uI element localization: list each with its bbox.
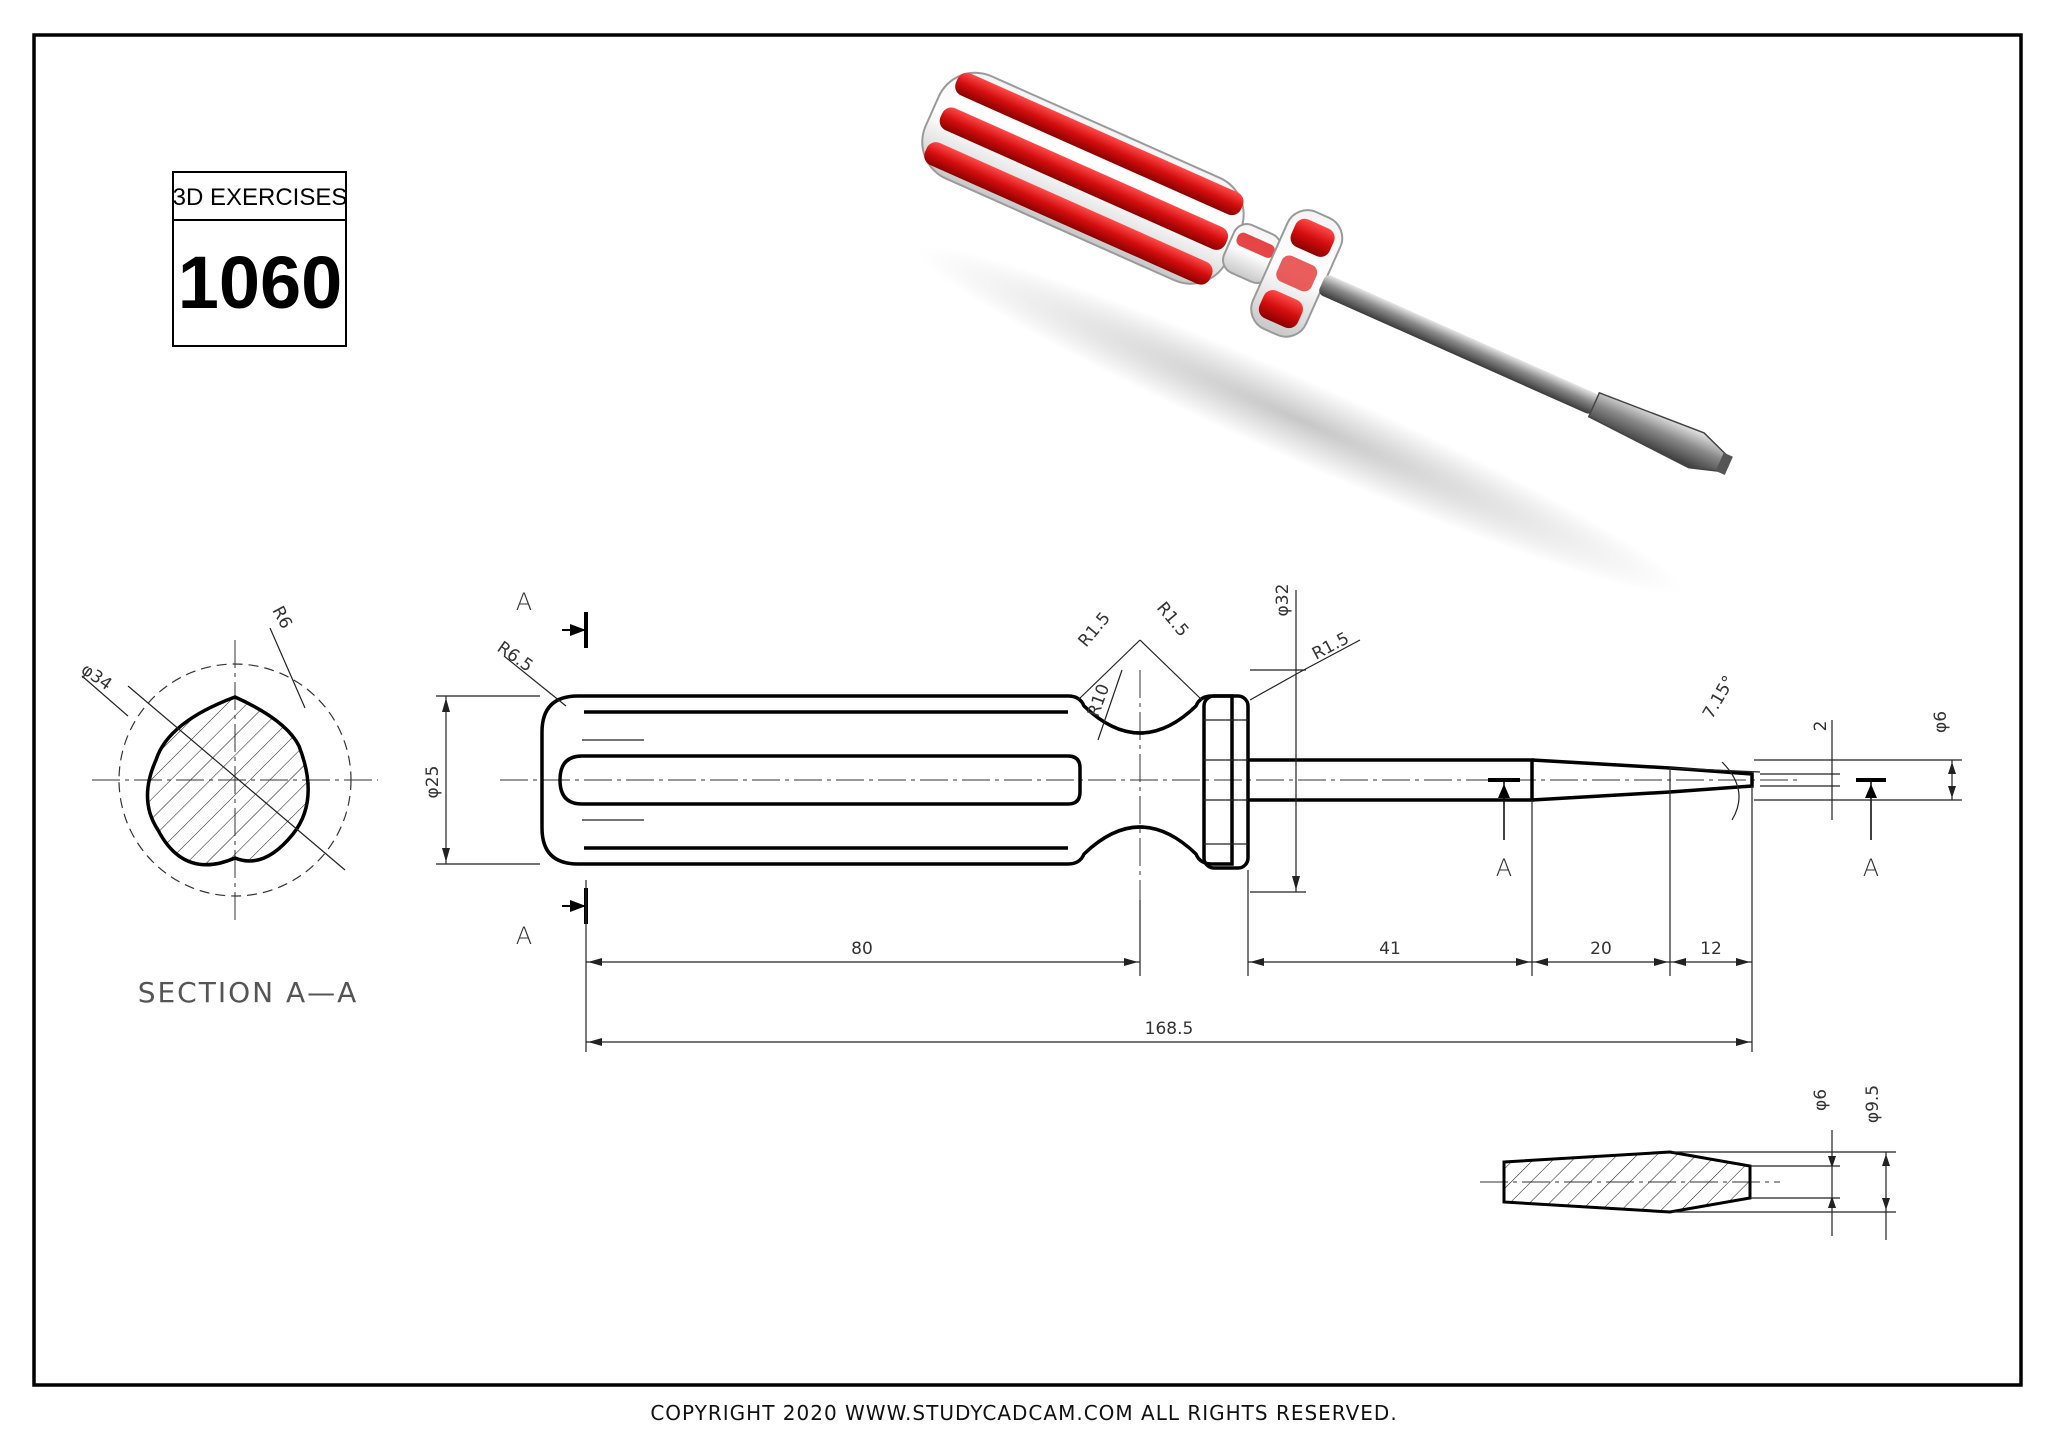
screwdriver-render <box>915 71 1733 595</box>
title-block-label: 3D EXERCISES <box>173 184 348 211</box>
cut-label-bottom: A <box>516 922 532 950</box>
dim-r-left: R1.5 <box>1075 609 1115 652</box>
shaft <box>1248 758 1534 802</box>
tip-dim-large: φ9.5 <box>1863 1085 1883 1123</box>
section-outer-circle <box>118 663 352 897</box>
section-cut-marker-shaft-right: A <box>1856 778 1886 882</box>
dim-len-handle: 80 <box>851 939 873 959</box>
collar <box>1202 694 1250 870</box>
cut-label-shaft-right: A <box>1863 854 1879 882</box>
dim-r-collar: R1.5 <box>1309 629 1353 665</box>
section-title: SECTION A—A <box>138 976 359 1009</box>
section-radius-label: R6 <box>268 603 296 632</box>
exercise-number: 1060 <box>178 241 343 324</box>
tip-section-view: φ6 φ9.5 <box>1480 1085 1896 1240</box>
section-dia-label: φ34 <box>77 660 115 695</box>
section-view: φ34 R6 SECTION A—A <box>77 603 378 1009</box>
handle-outline <box>540 694 1234 866</box>
dim-d-handle: φ25 <box>423 766 443 799</box>
dim-len-tip: 12 <box>1700 939 1722 959</box>
handle-slot <box>558 754 1082 806</box>
dim-d-shaft: φ6 <box>1931 711 1951 733</box>
copyright-footer: COPYRIGHT 2020 WWW.STUDYCADCAM.COM ALL R… <box>650 1401 1397 1425</box>
tip-section-profile <box>1502 1150 1752 1214</box>
dim-len-taper: 20 <box>1590 939 1612 959</box>
dim-len-shaft: 41 <box>1379 939 1401 959</box>
blade-taper <box>1531 758 1754 802</box>
section-cut-marker-top: A <box>516 588 588 648</box>
dim-angle: 7.15° <box>1699 672 1740 722</box>
cut-label-top: A <box>516 588 532 616</box>
sheet-border <box>32 33 2023 1387</box>
main-view: A A A A R6.5 R1.5 R1.5 R10 R <box>423 584 1962 1052</box>
dim-r-right: R1.5 <box>1152 598 1192 641</box>
section-lobed-profile <box>145 695 310 867</box>
dim-r-end: R6.5 <box>493 638 536 677</box>
section-cut-marker-bottom: A <box>516 888 588 950</box>
tip-dim-small: φ6 <box>1811 1089 1831 1111</box>
dim-d-collar: φ32 <box>1273 584 1293 617</box>
title-block: 3D EXERCISES 1060 <box>172 171 348 347</box>
dim-len-total: 168.5 <box>1145 1019 1194 1039</box>
dim-tip-thickness: 2 <box>1811 721 1831 732</box>
cut-label-shaft-left: A <box>1496 854 1512 882</box>
section-cut-marker-shaft-left: A <box>1488 778 1520 882</box>
dim-r-neck: R10 <box>1084 681 1114 719</box>
